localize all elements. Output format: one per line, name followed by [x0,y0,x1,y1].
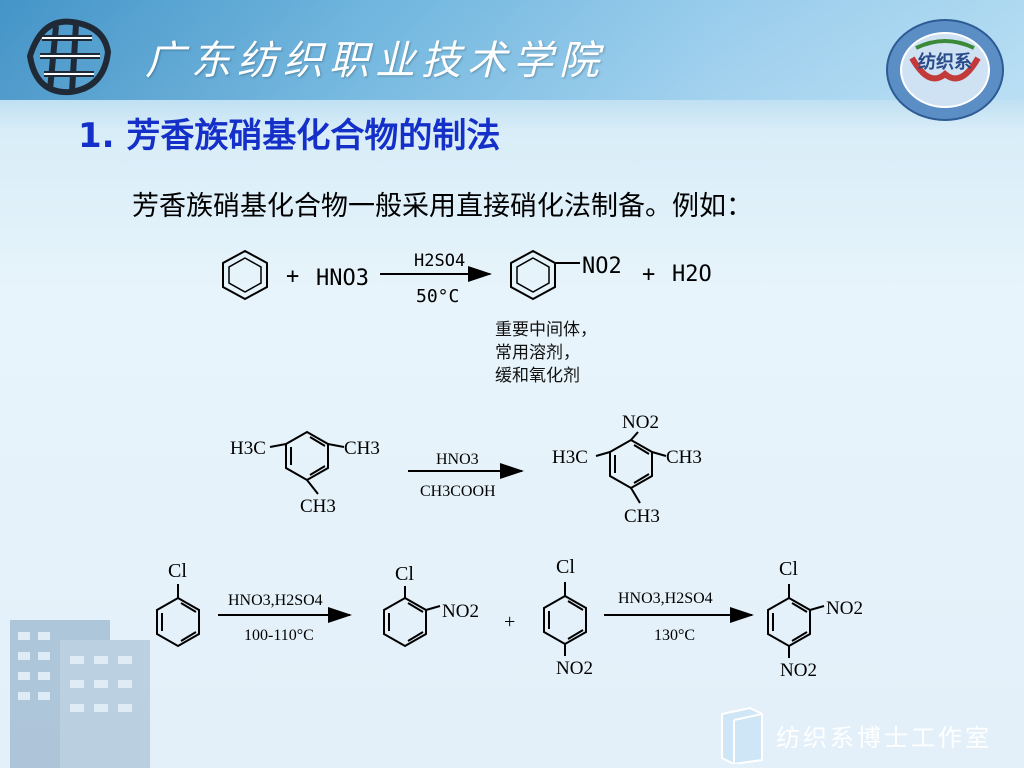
reaction1-above-arrow: H2SO4 [414,251,465,271]
reaction3-above-arrow-2: HNO3,H2SO4 [618,590,713,607]
chlorobenzene-ring [156,584,200,648]
reaction1-product-group: NO2 [582,254,622,279]
reaction2-product-group-1: NO2 [622,412,659,433]
reaction1-plus1: + [286,264,299,289]
reaction3-below-arrow-2: 130°C [654,627,695,644]
reaction3-product1-group-1: Cl [395,563,414,585]
annotation-line-2: 常用溶剂， [495,343,580,363]
benzene-ring [222,249,268,301]
reaction3-above-arrow-1: HNO3,H2SO4 [228,592,323,609]
campus-building-image [10,620,150,768]
ortho-chloronitrobenzene-ring [383,586,441,648]
reaction3-plus: + [504,611,515,633]
reaction2-product-group-3: CH3 [666,447,702,468]
reaction2-reactant-group-3: CH3 [300,496,336,517]
reaction1-reagent: HNO3 [316,266,369,291]
reaction2-below-arrow: CH3COOH [420,483,496,500]
nitrobenzene-ring [510,249,580,301]
college-logo-icon [27,18,111,96]
header-band [0,0,1024,100]
reaction1-byproduct: H2O [672,262,712,287]
reaction2-reactant-group-2: CH3 [344,438,380,459]
reaction3-product2-group-1: Cl [556,556,575,578]
intro-text: 芳香族硝基化合物一般采用直接硝化法制备。例如： [132,191,753,222]
reaction2-product-group-4: CH3 [624,506,660,527]
footer-text: 纺织系博士工作室 [776,724,992,752]
annotation-line-3: 缓和氧化剂 [495,366,580,386]
reaction1-annotation: 重要中间体， 常用溶剂， 缓和氧化剂 [495,319,597,388]
reaction3-product3-group-3: NO2 [780,660,817,681]
nitromesitylene-ring [595,431,667,504]
college-name: 广东纺织职业技术学院 [145,38,605,84]
department-emblem-icon: 纺织系 [886,19,1004,121]
mesitylene-ring [269,430,345,495]
reaction1-plus2: + [642,262,655,287]
book-icon [721,706,763,764]
reaction2-product-group-2: H3C [552,447,588,468]
reaction2-reactant-group-1: H3C [230,438,266,459]
reaction-2 [269,430,667,504]
reaction2-above-arrow: HNO3 [436,451,479,468]
section-title: 1. 芳香族硝基化合物的制法 [78,116,501,156]
annotation-line-1: 重要中间体， [495,320,597,340]
dinitrochlorobenzene-ring [767,584,825,658]
para-chloronitrobenzene-ring [543,582,587,656]
reaction3-reactant-group: Cl [168,560,187,582]
reaction3-product3-group-1: Cl [779,558,798,580]
reaction1-below-arrow: 50°C [416,286,459,307]
reaction3-product2-group-2: NO2 [556,658,593,679]
emblem-text: 纺织系 [918,51,972,72]
reaction-3 [156,582,825,658]
reaction3-below-arrow-1: 100-110°C [244,627,314,644]
reaction3-product1-group-2: NO2 [442,601,479,622]
reaction3-product3-group-2: NO2 [826,598,863,619]
reaction-1 [222,249,580,301]
